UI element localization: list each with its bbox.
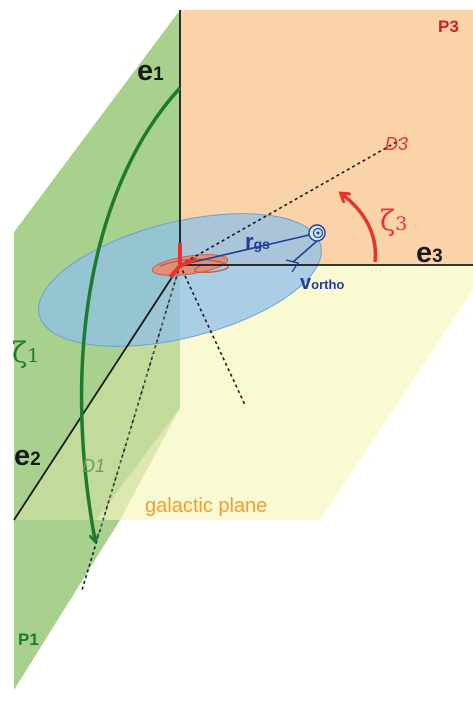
vector-vortho [292, 240, 318, 263]
label-vortho: vortho [300, 272, 344, 294]
label-galactic-plane: galactic plane [145, 495, 267, 517]
projection-line-down [179, 264, 246, 406]
label-rgs: rgs [245, 229, 270, 254]
label-p1: P1 [18, 630, 39, 649]
label-p3: P3 [438, 17, 459, 36]
vector-rgs [184, 234, 310, 265]
label-e2: e2 [14, 440, 41, 472]
direction-d1-line-faint [99, 264, 181, 531]
direction-d3-line [179, 139, 401, 266]
origin-marker [168, 243, 197, 279]
vector-vortho-head [285, 259, 300, 273]
label-e1: e1 [137, 55, 164, 87]
arc-zeta3 [343, 195, 378, 263]
label-e3: e3 [416, 237, 443, 269]
label-d1: D1 [82, 456, 105, 476]
label-zeta1: ζ1 [12, 336, 39, 369]
solar-position-icon [308, 224, 326, 242]
plane-p3 [180, 10, 473, 265]
label-d3: D3 [385, 134, 408, 154]
arc-zeta1 [79, 86, 182, 540]
galactic-disk [38, 213, 322, 347]
axis-e2 [13, 264, 181, 521]
label-zeta3: ζ3 [380, 204, 407, 237]
plane-p1-lower [14, 520, 120, 690]
